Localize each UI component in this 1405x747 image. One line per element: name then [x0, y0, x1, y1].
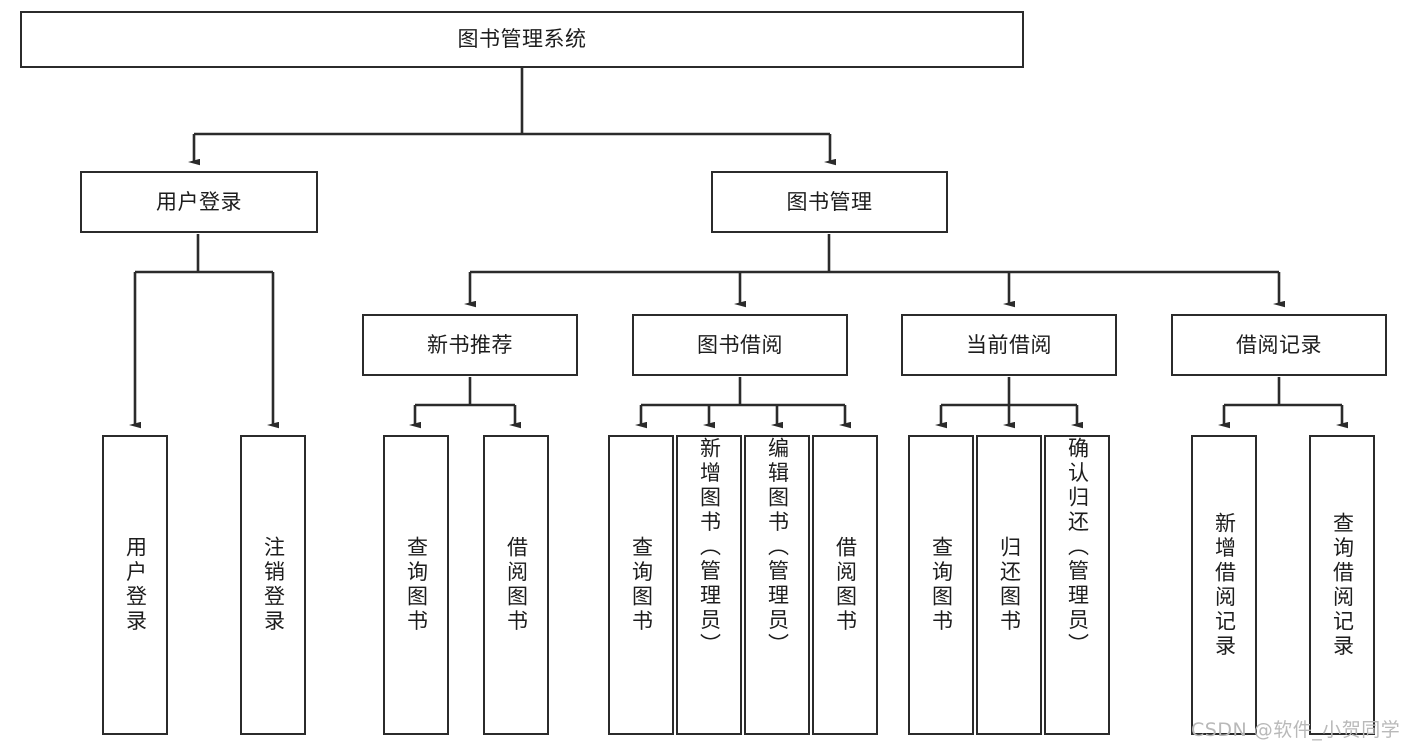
node-label: 当前借阅	[966, 332, 1052, 357]
leaf-current-confirm-return-admin[interactable]: 确认归还（管理员）	[1044, 435, 1110, 735]
node-label: 新增借阅记录	[1212, 511, 1237, 659]
node-user-login[interactable]: 用户登录	[80, 171, 318, 233]
node-label: 图书管理	[786, 189, 873, 214]
node-label: 归还图书	[997, 536, 1022, 634]
leaf-current-query-book[interactable]: 查询图书	[908, 435, 974, 735]
node-label: 查询图书	[929, 536, 954, 634]
node-label: 新增图书（管理员）	[697, 437, 722, 658]
node-book-borrow[interactable]: 图书借阅	[632, 314, 848, 376]
node-label: 查询图书	[629, 536, 654, 634]
watermark-csdn: CSDN @软件_小贺同学	[1191, 719, 1401, 741]
node-borrow-record[interactable]: 借阅记录	[1171, 314, 1387, 376]
node-label: 编辑图书（管理员）	[765, 437, 790, 658]
leaf-current-return-book[interactable]: 归还图书	[976, 435, 1042, 735]
leaf-borrow-add-book-admin[interactable]: 新增图书（管理员）	[676, 435, 742, 735]
node-label: 查询借阅记录	[1330, 511, 1355, 659]
node-label: 注销登录	[261, 536, 286, 634]
leaf-borrow-edit-book-admin[interactable]: 编辑图书（管理员）	[744, 435, 810, 735]
leaf-new-book-borrow[interactable]: 借阅图书	[483, 435, 549, 735]
node-label: 借阅图书	[504, 536, 529, 634]
node-label: 查询图书	[404, 536, 429, 634]
node-label: 图书借阅	[697, 332, 783, 357]
node-new-book-recommend[interactable]: 新书推荐	[362, 314, 578, 376]
node-label: 借阅图书	[833, 536, 858, 634]
leaf-borrow-borrow-book[interactable]: 借阅图书	[812, 435, 878, 735]
node-current-borrow[interactable]: 当前借阅	[901, 314, 1117, 376]
leaf-user-login-login[interactable]: 用户登录	[102, 435, 168, 735]
leaf-record-add-record[interactable]: 新增借阅记录	[1191, 435, 1257, 735]
node-label: 用户登录	[156, 189, 242, 214]
node-label: 新书推荐	[427, 332, 513, 357]
node-label: 确认归还（管理员）	[1065, 437, 1090, 658]
node-label: 图书管理系统	[457, 27, 587, 52]
leaf-new-book-query[interactable]: 查询图书	[383, 435, 449, 735]
node-root-book-management-system[interactable]: 图书管理系统	[20, 11, 1024, 68]
leaf-record-query-record[interactable]: 查询借阅记录	[1309, 435, 1375, 735]
leaf-borrow-query-book[interactable]: 查询图书	[608, 435, 674, 735]
node-label: 用户登录	[123, 536, 148, 634]
node-label: 借阅记录	[1236, 332, 1322, 357]
node-book-management[interactable]: 图书管理	[711, 171, 948, 233]
leaf-user-login-logout[interactable]: 注销登录	[240, 435, 306, 735]
